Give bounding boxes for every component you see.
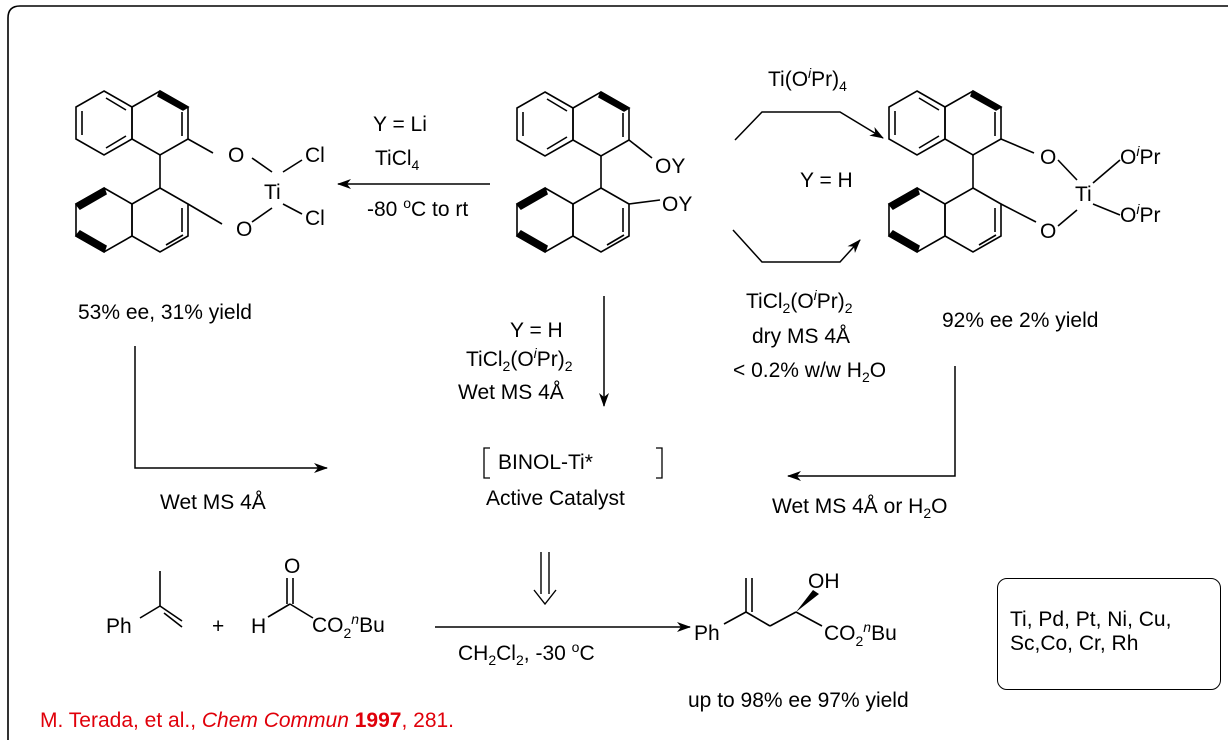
right-o-top: O [1040, 146, 1056, 169]
product-oh: OH [808, 570, 840, 593]
glyoxylate-o: O [284, 555, 300, 578]
product-result: up to 98% ee 97% yield [688, 689, 909, 712]
left-ti: Ti [264, 181, 281, 204]
catalyst-bracket-right [656, 447, 663, 479]
bottom-right-dry-ms: dry MS 4Å [752, 325, 851, 348]
right-result: 92% ee 2% yield [942, 309, 1099, 332]
styrene-structure [139, 571, 183, 628]
product-wedge [796, 590, 819, 612]
left-cl-top: Cl [305, 144, 325, 167]
citation: M. Terada, et al., Chem Commun 1997, 281… [40, 709, 455, 732]
glyoxylate-h: H [251, 615, 266, 638]
arrow-left-to-catalyst [134, 346, 328, 473]
down-center-y-h: Y = H [510, 319, 563, 342]
product-ph: Ph [694, 622, 720, 645]
catalyst-name: BINOL-Ti* [498, 451, 593, 474]
catalyst-label: Active Catalyst [486, 487, 625, 510]
right-ti-complex [887, 89, 1121, 254]
left-o-top: O [228, 144, 244, 167]
bottom-right-water: < 0.2% w/w H2O [733, 359, 887, 386]
top-right-reagent: Ti(OiPr)4 [768, 65, 847, 95]
arrow-top-right [734, 111, 884, 141]
product-structure [723, 578, 823, 627]
left-cl-bottom: Cl [305, 207, 325, 230]
styrene-ph: Ph [106, 615, 132, 638]
wet-ms-left: Wet MS 4Å [160, 491, 266, 514]
center-binol [515, 90, 661, 254]
down-center-wet-ms: Wet MS 4Å [458, 381, 564, 404]
right-oipr-top: OiPr [1120, 143, 1160, 169]
right-oipr-bottom: OiPr [1120, 201, 1160, 227]
metals-line1: Ti, Pd, Pt, Ni, Cu, [1010, 608, 1172, 631]
reaction-conditions: CH2Cl2, -30 oC [458, 639, 595, 669]
center-oy-top: OY [655, 155, 685, 178]
wet-ms-right: Wet MS 4Å or H2O [772, 495, 948, 522]
arrow-bottom-right [732, 229, 861, 263]
down-center-reagent: TiCl2(OiPr)2 [466, 345, 573, 375]
double-arrow [533, 552, 557, 606]
left-arrow-reagent: TiCl4 [375, 147, 420, 174]
left-arrow-y-li: Y = Li [373, 113, 427, 136]
left-ti-complex [74, 89, 303, 254]
glyoxylate-structure [267, 578, 314, 619]
right-o-bottom: O [1040, 220, 1056, 243]
right-y-h: Y = H [800, 169, 853, 192]
arrow-right-to-catalyst [787, 366, 956, 481]
bottom-right-reagent: TiCl2(OiPr)2 [746, 287, 853, 317]
center-oy-bottom: OY [662, 193, 692, 216]
left-o-bottom: O [236, 218, 252, 241]
plus-sign: + [212, 615, 224, 638]
glyoxylate-ester: CO2nBu [312, 611, 385, 641]
right-ti: Ti [1075, 183, 1092, 206]
frame-border [7, 5, 1228, 740]
metals-box: Ti, Pd, Pt, Ni, Cu, Sc,Co, Cr, Rh [997, 578, 1221, 690]
left-arrow-temp: -80 oC to rt [367, 195, 469, 221]
metals-line2: Sc,Co, Cr, Rh [1010, 632, 1139, 655]
catalyst-bracket-left [483, 447, 490, 479]
left-result: 53% ee, 31% yield [78, 301, 252, 324]
product-ester: CO2nBu [824, 619, 897, 649]
